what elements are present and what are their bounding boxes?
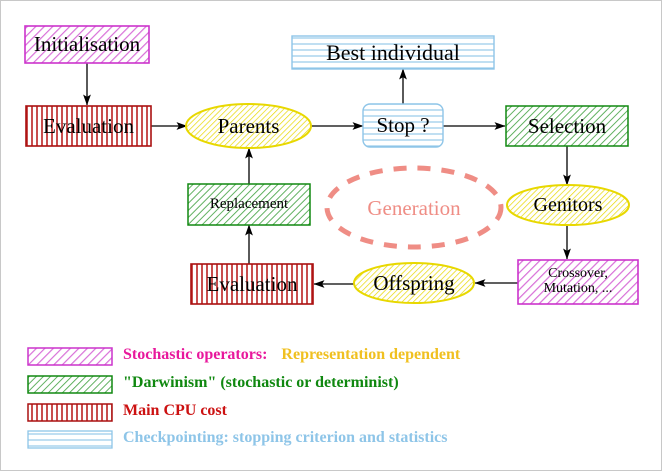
legend-item-1-text: "Darwinism" (stochastic or determinist) xyxy=(123,374,399,391)
node-parents-shape[interactable] xyxy=(185,103,312,149)
node-crossover-shape[interactable] xyxy=(517,259,639,305)
legend-swatch-2 xyxy=(27,403,113,422)
legend-swatch-0 xyxy=(27,347,113,366)
node-evaluation-bottom-shape[interactable] xyxy=(190,263,314,305)
node-generation-shape xyxy=(324,165,504,250)
node-offspring-shape[interactable] xyxy=(353,262,475,304)
node-best-individual-shape[interactable] xyxy=(291,35,495,70)
legend-item-3-text: Checkpointing: stopping criterion and st… xyxy=(123,429,448,446)
legend-swatches xyxy=(27,347,113,449)
node-selection-shape[interactable] xyxy=(505,105,629,147)
node-genitors-shape[interactable] xyxy=(506,184,630,226)
legend-item-0-label2: Representation dependent xyxy=(281,346,461,363)
node-evaluation-top-shape[interactable] xyxy=(25,105,152,147)
legend-swatch-1 xyxy=(27,375,113,394)
node-replacement-shape[interactable] xyxy=(187,183,311,226)
legend-item-2-text: Main CPU cost xyxy=(123,402,227,419)
legend-item-0-label: Stochastic operators: xyxy=(123,346,268,363)
legend-item-0-text: Stochastic operators: Representation dep… xyxy=(123,346,460,364)
node-stop-shape[interactable] xyxy=(362,103,444,148)
node-initialisation-shape[interactable] xyxy=(24,25,150,64)
edges-group xyxy=(83,63,571,288)
legend-swatch-3 xyxy=(27,430,113,449)
